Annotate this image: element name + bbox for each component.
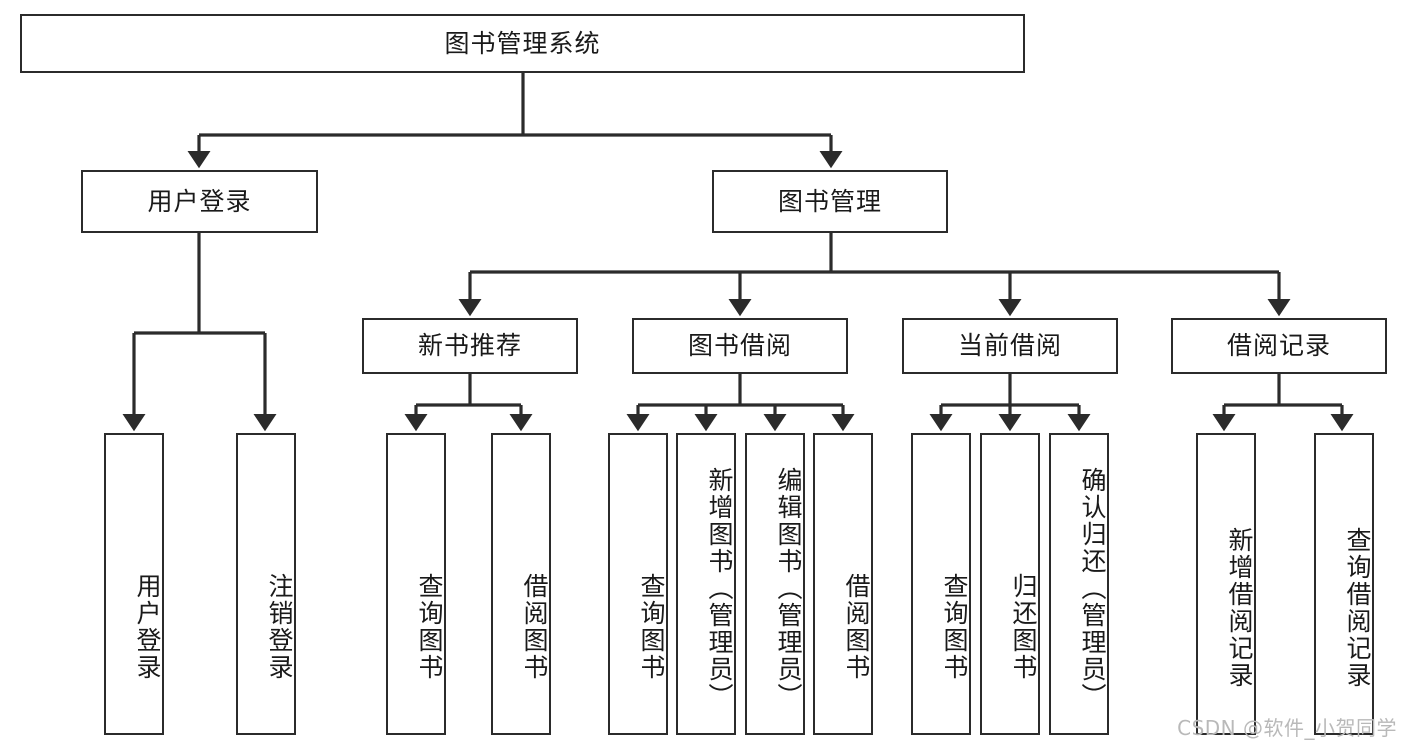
leaf-add-book[interactable]: 新增图书（管理员）	[676, 433, 736, 735]
leaf-borrow-book-1[interactable]: 借阅图书	[491, 433, 551, 735]
leaf-query-book-2-label: 查询图书	[637, 573, 666, 681]
leaf-query-record[interactable]: 查询借阅记录	[1314, 433, 1374, 735]
leaf-return-book[interactable]: 归还图书	[980, 433, 1040, 735]
leaf-query-book-1[interactable]: 查询图书	[386, 433, 446, 735]
node-book-borrow-label: 图书借阅	[687, 331, 792, 360]
leaf-edit-book-label: 编辑图书（管理员）	[774, 466, 803, 710]
node-borrow-record[interactable]: 借阅记录	[1171, 318, 1387, 374]
node-borrow-record-label: 借阅记录	[1226, 331, 1331, 360]
node-book-borrow[interactable]: 图书借阅	[632, 318, 848, 374]
leaf-add-record-label: 新增借阅记录	[1225, 527, 1254, 689]
node-user-login[interactable]: 用户登录	[81, 170, 318, 233]
node-root-label: 图书管理系统	[444, 28, 601, 58]
leaf-logout-label: 注销登录	[265, 573, 294, 681]
leaf-add-book-label: 新增图书（管理员）	[705, 466, 734, 710]
node-book-management[interactable]: 图书管理	[712, 170, 948, 233]
leaf-borrow-book-1-label: 借阅图书	[520, 573, 549, 681]
leaf-borrow-book-2[interactable]: 借阅图书	[813, 433, 873, 735]
leaf-return-book-label: 归还图书	[1009, 573, 1038, 681]
leaf-query-book-3-label: 查询图书	[940, 573, 969, 681]
leaf-logout[interactable]: 注销登录	[236, 433, 296, 735]
leaf-confirm-return[interactable]: 确认归还（管理员）	[1049, 433, 1109, 735]
node-root[interactable]: 图书管理系统	[20, 14, 1025, 73]
leaf-query-record-label: 查询借阅记录	[1343, 527, 1372, 689]
leaf-user-login[interactable]: 用户登录	[104, 433, 164, 735]
leaf-borrow-book-2-label: 借阅图书	[842, 573, 871, 681]
node-book-management-label: 图书管理	[777, 186, 882, 216]
leaf-add-record[interactable]: 新增借阅记录	[1196, 433, 1256, 735]
node-current-borrow[interactable]: 当前借阅	[902, 318, 1118, 374]
node-user-login-label: 用户登录	[147, 186, 252, 216]
leaf-confirm-return-label: 确认归还（管理员）	[1078, 466, 1107, 710]
leaf-edit-book[interactable]: 编辑图书（管理员）	[745, 433, 805, 735]
node-new-book-recommend[interactable]: 新书推荐	[362, 318, 578, 374]
leaf-query-book-1-label: 查询图书	[415, 573, 444, 681]
leaf-user-login-label: 用户登录	[133, 573, 162, 681]
leaf-query-book-3[interactable]: 查询图书	[911, 433, 971, 735]
node-current-borrow-label: 当前借阅	[957, 331, 1062, 360]
node-new-book-recommend-label: 新书推荐	[417, 331, 522, 360]
csdn-watermark: CSDN @软件_小贺同学	[1177, 716, 1397, 740]
leaf-query-book-2[interactable]: 查询图书	[608, 433, 668, 735]
